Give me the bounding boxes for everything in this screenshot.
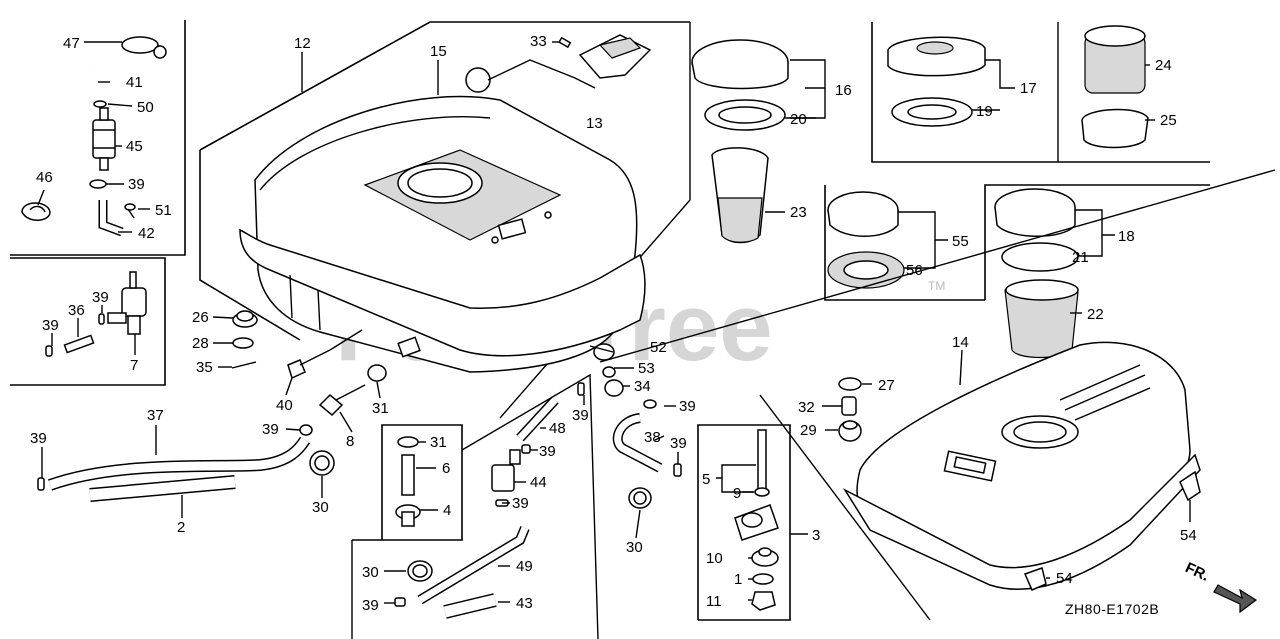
fuel-tank-main — [199, 21, 691, 419]
callout-1: 1 — [734, 571, 742, 588]
callout-19: 19 — [976, 103, 993, 120]
callout-48: 48 — [549, 420, 566, 437]
callout-12: 12 — [294, 35, 311, 52]
callout-44: 44 — [530, 474, 547, 491]
callout-21: 21 — [1072, 249, 1089, 266]
callout-52: 52 — [650, 339, 667, 356]
callout-6: 6 — [442, 460, 450, 477]
callout-13: 13 — [586, 115, 603, 132]
tank-cap-group-c — [824, 184, 1210, 359]
callout-39-h: 39 — [512, 495, 529, 512]
callout-34: 34 — [634, 378, 651, 395]
callout-18: 18 — [1118, 228, 1135, 245]
leader-lines — [37, 41, 1191, 604]
callout-39-j: 39 — [679, 398, 696, 415]
callout-37: 37 — [147, 407, 164, 424]
callout-38: 38 — [644, 429, 661, 446]
callout-numbers: 47 41 50 45 46 39 51 42 36 39 39 7 12 15… — [30, 33, 1197, 614]
callout-27: 27 — [878, 377, 895, 394]
callout-42: 42 — [138, 225, 155, 242]
callout-39-e: 39 — [30, 430, 47, 447]
callout-29: 29 — [800, 422, 817, 439]
callout-53: 53 — [638, 360, 655, 377]
callout-40: 40 — [276, 397, 293, 414]
callout-24: 24 — [1155, 57, 1172, 74]
callout-26: 26 — [192, 309, 209, 326]
reference-code: ZH80-E1702B — [1065, 601, 1159, 617]
callout-50: 50 — [137, 99, 154, 116]
callout-30-c: 30 — [362, 564, 379, 581]
callout-16: 16 — [835, 82, 852, 99]
callout-46: 46 — [36, 169, 53, 186]
callout-41: 41 — [126, 74, 143, 91]
callout-30-b: 30 — [626, 539, 643, 556]
callout-15: 15 — [430, 43, 447, 60]
callout-35: 35 — [196, 359, 213, 376]
fuel-gauge-assembly — [465, 34, 652, 93]
callout-55: 55 — [952, 233, 969, 250]
callout-39-c: 39 — [42, 317, 59, 334]
callout-33: 33 — [530, 33, 547, 50]
tank-cap-group-b — [871, 22, 1210, 163]
mount-parts — [838, 377, 1201, 591]
callout-14: 14 — [952, 334, 969, 351]
callout-45: 45 — [126, 138, 143, 155]
callout-47: 47 — [63, 35, 80, 52]
callout-30-a: 30 — [312, 499, 329, 516]
callout-39-d: 39 — [262, 421, 279, 438]
callout-11: 11 — [706, 593, 722, 610]
callout-28: 28 — [192, 335, 209, 352]
callout-5: 5 — [702, 471, 710, 488]
callout-39-i: 39 — [362, 597, 379, 614]
callout-39-g: 39 — [539, 443, 556, 460]
direction-label: FR. — [1183, 559, 1212, 585]
callout-8: 8 — [346, 433, 354, 450]
callout-25: 25 — [1160, 112, 1177, 129]
callout-10: 10 — [706, 550, 723, 567]
callout-9: 9 — [733, 485, 741, 502]
callout-51: 51 — [155, 202, 172, 219]
cock-assembly-box — [351, 373, 599, 639]
callout-39-a: 39 — [128, 176, 145, 193]
callout-2: 2 — [177, 519, 185, 536]
callout-39-k: 39 — [670, 435, 687, 452]
callout-7: 7 — [130, 357, 138, 374]
callout-56: 56 — [906, 262, 923, 279]
callout-54-b: 54 — [1056, 570, 1073, 587]
callout-36: 36 — [68, 302, 85, 319]
callout-49: 49 — [516, 558, 533, 575]
fuel-tank-secondary — [599, 169, 1276, 621]
grommet-parts — [593, 343, 682, 509]
callout-22: 22 — [1087, 306, 1104, 323]
tank-cap-group-a — [691, 39, 789, 244]
callout-20: 20 — [790, 111, 807, 128]
callout-32: 32 — [798, 399, 815, 416]
callout-43: 43 — [516, 595, 533, 612]
callout-39-b: 39 — [92, 289, 109, 306]
drain-cock-box — [697, 424, 791, 621]
callout-31-b: 31 — [430, 434, 447, 451]
callout-31-a: 31 — [372, 400, 389, 417]
callout-4: 4 — [443, 502, 451, 519]
callout-17: 17 — [1020, 80, 1037, 97]
callout-39-f: 39 — [572, 407, 589, 424]
callout-54-a: 54 — [1180, 527, 1197, 544]
front-direction-arrow: FR. — [1183, 559, 1258, 614]
callout-23: 23 — [790, 204, 807, 221]
callout-3: 3 — [812, 527, 820, 544]
fuel-line-group — [10, 20, 186, 386]
watermark-tm: TM — [928, 279, 945, 293]
